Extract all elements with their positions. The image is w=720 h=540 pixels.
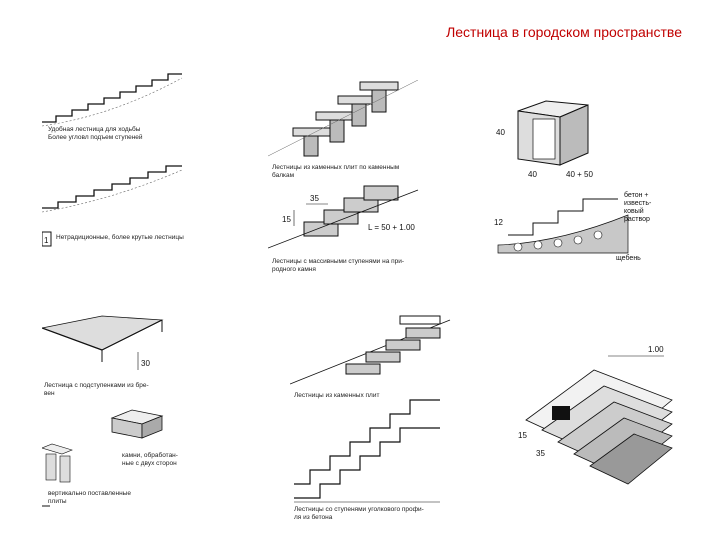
dim-b: 35	[536, 449, 545, 458]
caption-comfortable-stairs: Удобная лестница для ходьбы Более угловл…	[48, 126, 143, 141]
stone-slab-drawing: 35 15 L = 50 + 1.00	[268, 80, 419, 249]
caption-log-risers: Лестница с подступенками из бре- вен	[44, 382, 149, 397]
figure-perspective-stairs: 1.00 15 35	[512, 340, 682, 520]
perspective-stairs-drawing: 1.00 15 35	[518, 345, 673, 485]
label-mortar: раствор	[624, 216, 650, 223]
figure-number: 1	[44, 236, 49, 245]
riser-dim: 30	[141, 359, 150, 368]
dim-a: 15	[518, 431, 527, 440]
figure-slope-stairs: 1 Удобная лестница для ходьбы Более угло…	[42, 60, 192, 260]
dim-width: 1.00	[648, 345, 664, 354]
dim-height: 40	[496, 128, 505, 137]
riser-boards-drawing: 30	[42, 315, 164, 507]
caption-massive-steps: Лестницы с массивными ступенями на при- …	[272, 258, 405, 273]
figure-block-detail: 40 40 40 + 50 12 бетон + известь- ковый …	[488, 95, 658, 275]
label-lime: известь-	[624, 200, 652, 207]
caption-stone-slab: Лестницы из каменных плит по каменным ба…	[272, 164, 400, 179]
block-detail-drawing: 40 40 40 + 50 12 бетон + известь- ковый …	[494, 100, 652, 262]
dim-left: 15	[282, 215, 291, 224]
figure-riser-boards: 30 Лестница с подступенками из бре- вен …	[42, 310, 182, 520]
caption-stone-plates: Лестницы из каменных плит	[294, 392, 380, 399]
dim-width: 40	[528, 170, 537, 179]
page-title: Лестница в городском пространстве	[446, 24, 682, 40]
caption-concrete-angle-steps: Лестницы со ступенями уголкового профи- …	[294, 506, 424, 521]
dim-top: 35	[310, 194, 319, 203]
caption-vertical-plates: вертикально поставленные плиты	[48, 490, 131, 505]
figure-stone-plates: Лестницы из каменных плит Лестницы со ст…	[290, 312, 455, 522]
rise-label: 12	[494, 218, 503, 227]
label-concrete: бетон +	[624, 191, 649, 199]
dim-depth: 40 + 50	[566, 170, 593, 179]
label-gravel: щебень	[616, 254, 641, 262]
slope-stairs-drawing: 1	[42, 73, 183, 247]
caption-steep-stairs: Нетрадиционные, более крутые лестницы	[56, 234, 184, 241]
stone-plates-drawing	[290, 315, 451, 503]
dim-run: L = 50 + 1.00	[368, 223, 415, 232]
label-kovy: ковый	[624, 207, 644, 215]
figure-stone-slab-stairs: 35 15 L = 50 + 1.00 Лестницы из каменных…	[268, 80, 423, 280]
caption-two-sided-stones: камни, обработан- ные с двух сторон	[122, 452, 178, 467]
